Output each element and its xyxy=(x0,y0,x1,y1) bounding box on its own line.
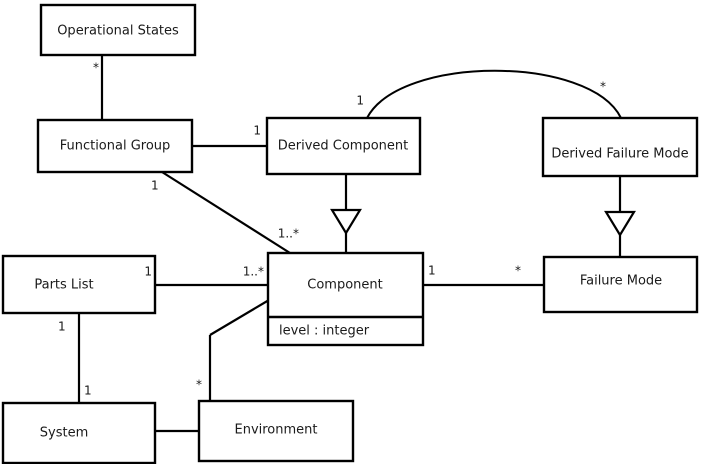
class-name-operational-states: Operational States xyxy=(57,24,179,39)
multiplicity-component-diagonal-many: 1..* xyxy=(278,227,299,241)
class-name-functional-group: Functional Group xyxy=(60,139,171,154)
class-name-component: Component xyxy=(307,278,382,293)
generalization-triangle-failure-mode xyxy=(604,210,636,238)
multiplicity-derived-component-one: 1 xyxy=(253,124,261,138)
class-box-derived-component-rect xyxy=(265,116,422,176)
class-box-system[interactable]: System xyxy=(1,401,157,464)
class-box-functional-group-rect xyxy=(36,118,194,174)
class-box-functional-group[interactable]: Functional Group xyxy=(36,118,194,174)
class-box-component[interactable]: Component level : integer xyxy=(266,251,425,347)
multiplicity-arc-left-one: 1 xyxy=(356,94,364,108)
multiplicity-component-left-many: 1..* xyxy=(243,265,264,279)
generalization-triangle-component xyxy=(330,208,362,236)
class-box-operational-states[interactable]: Operational States xyxy=(39,3,197,57)
multiplicity-environment-star: * xyxy=(196,378,202,392)
multiplicity-system-up-one: 1 xyxy=(84,384,92,398)
class-box-derived-failure-mode-rect xyxy=(541,116,699,178)
multiplicity-functional-group-diagonal-one: 1 xyxy=(151,179,159,193)
multiplicity-parts-list-one: 1 xyxy=(144,265,152,279)
class-name-derived-component: Derived Component xyxy=(278,139,409,154)
association-line-environment-component-diagonal xyxy=(209,299,270,336)
class-box-parts-list[interactable]: Parts List xyxy=(1,254,157,315)
class-name-system: System xyxy=(40,426,88,441)
class-box-environment-rect xyxy=(197,399,355,463)
class-box-environment[interactable]: Environment xyxy=(197,399,355,463)
class-name-environment: Environment xyxy=(234,423,317,438)
class-name-parts-list: Parts List xyxy=(34,278,93,293)
class-attribute-component-level: level : integer xyxy=(279,324,370,339)
class-box-operational-states-rect xyxy=(39,3,197,57)
multiplicity-arc-right-star: * xyxy=(600,80,606,94)
class-box-component-rect xyxy=(266,251,425,347)
class-box-failure-mode[interactable]: Failure Mode xyxy=(542,255,699,314)
class-name-derived-failure-mode: Derived Failure Mode xyxy=(551,147,688,162)
multiplicity-operational-states-star: * xyxy=(93,61,99,75)
class-name-failure-mode: Failure Mode xyxy=(580,274,662,289)
class-box-system-rect xyxy=(1,401,157,464)
multiplicity-failure-mode-star: * xyxy=(515,264,521,278)
class-box-derived-failure-mode[interactable]: Derived Failure Mode xyxy=(541,116,699,178)
class-box-failure-mode-rect xyxy=(542,255,699,314)
class-box-parts-list-rect xyxy=(1,254,157,315)
association-line-functional-group-component xyxy=(161,171,291,254)
association-arc-derived-component-derived-failure-mode xyxy=(366,69,622,119)
multiplicity-parts-list-down-one: 1 xyxy=(58,320,66,334)
class-box-derived-component[interactable]: Derived Component xyxy=(265,116,422,176)
multiplicity-component-right-one: 1 xyxy=(428,264,436,278)
